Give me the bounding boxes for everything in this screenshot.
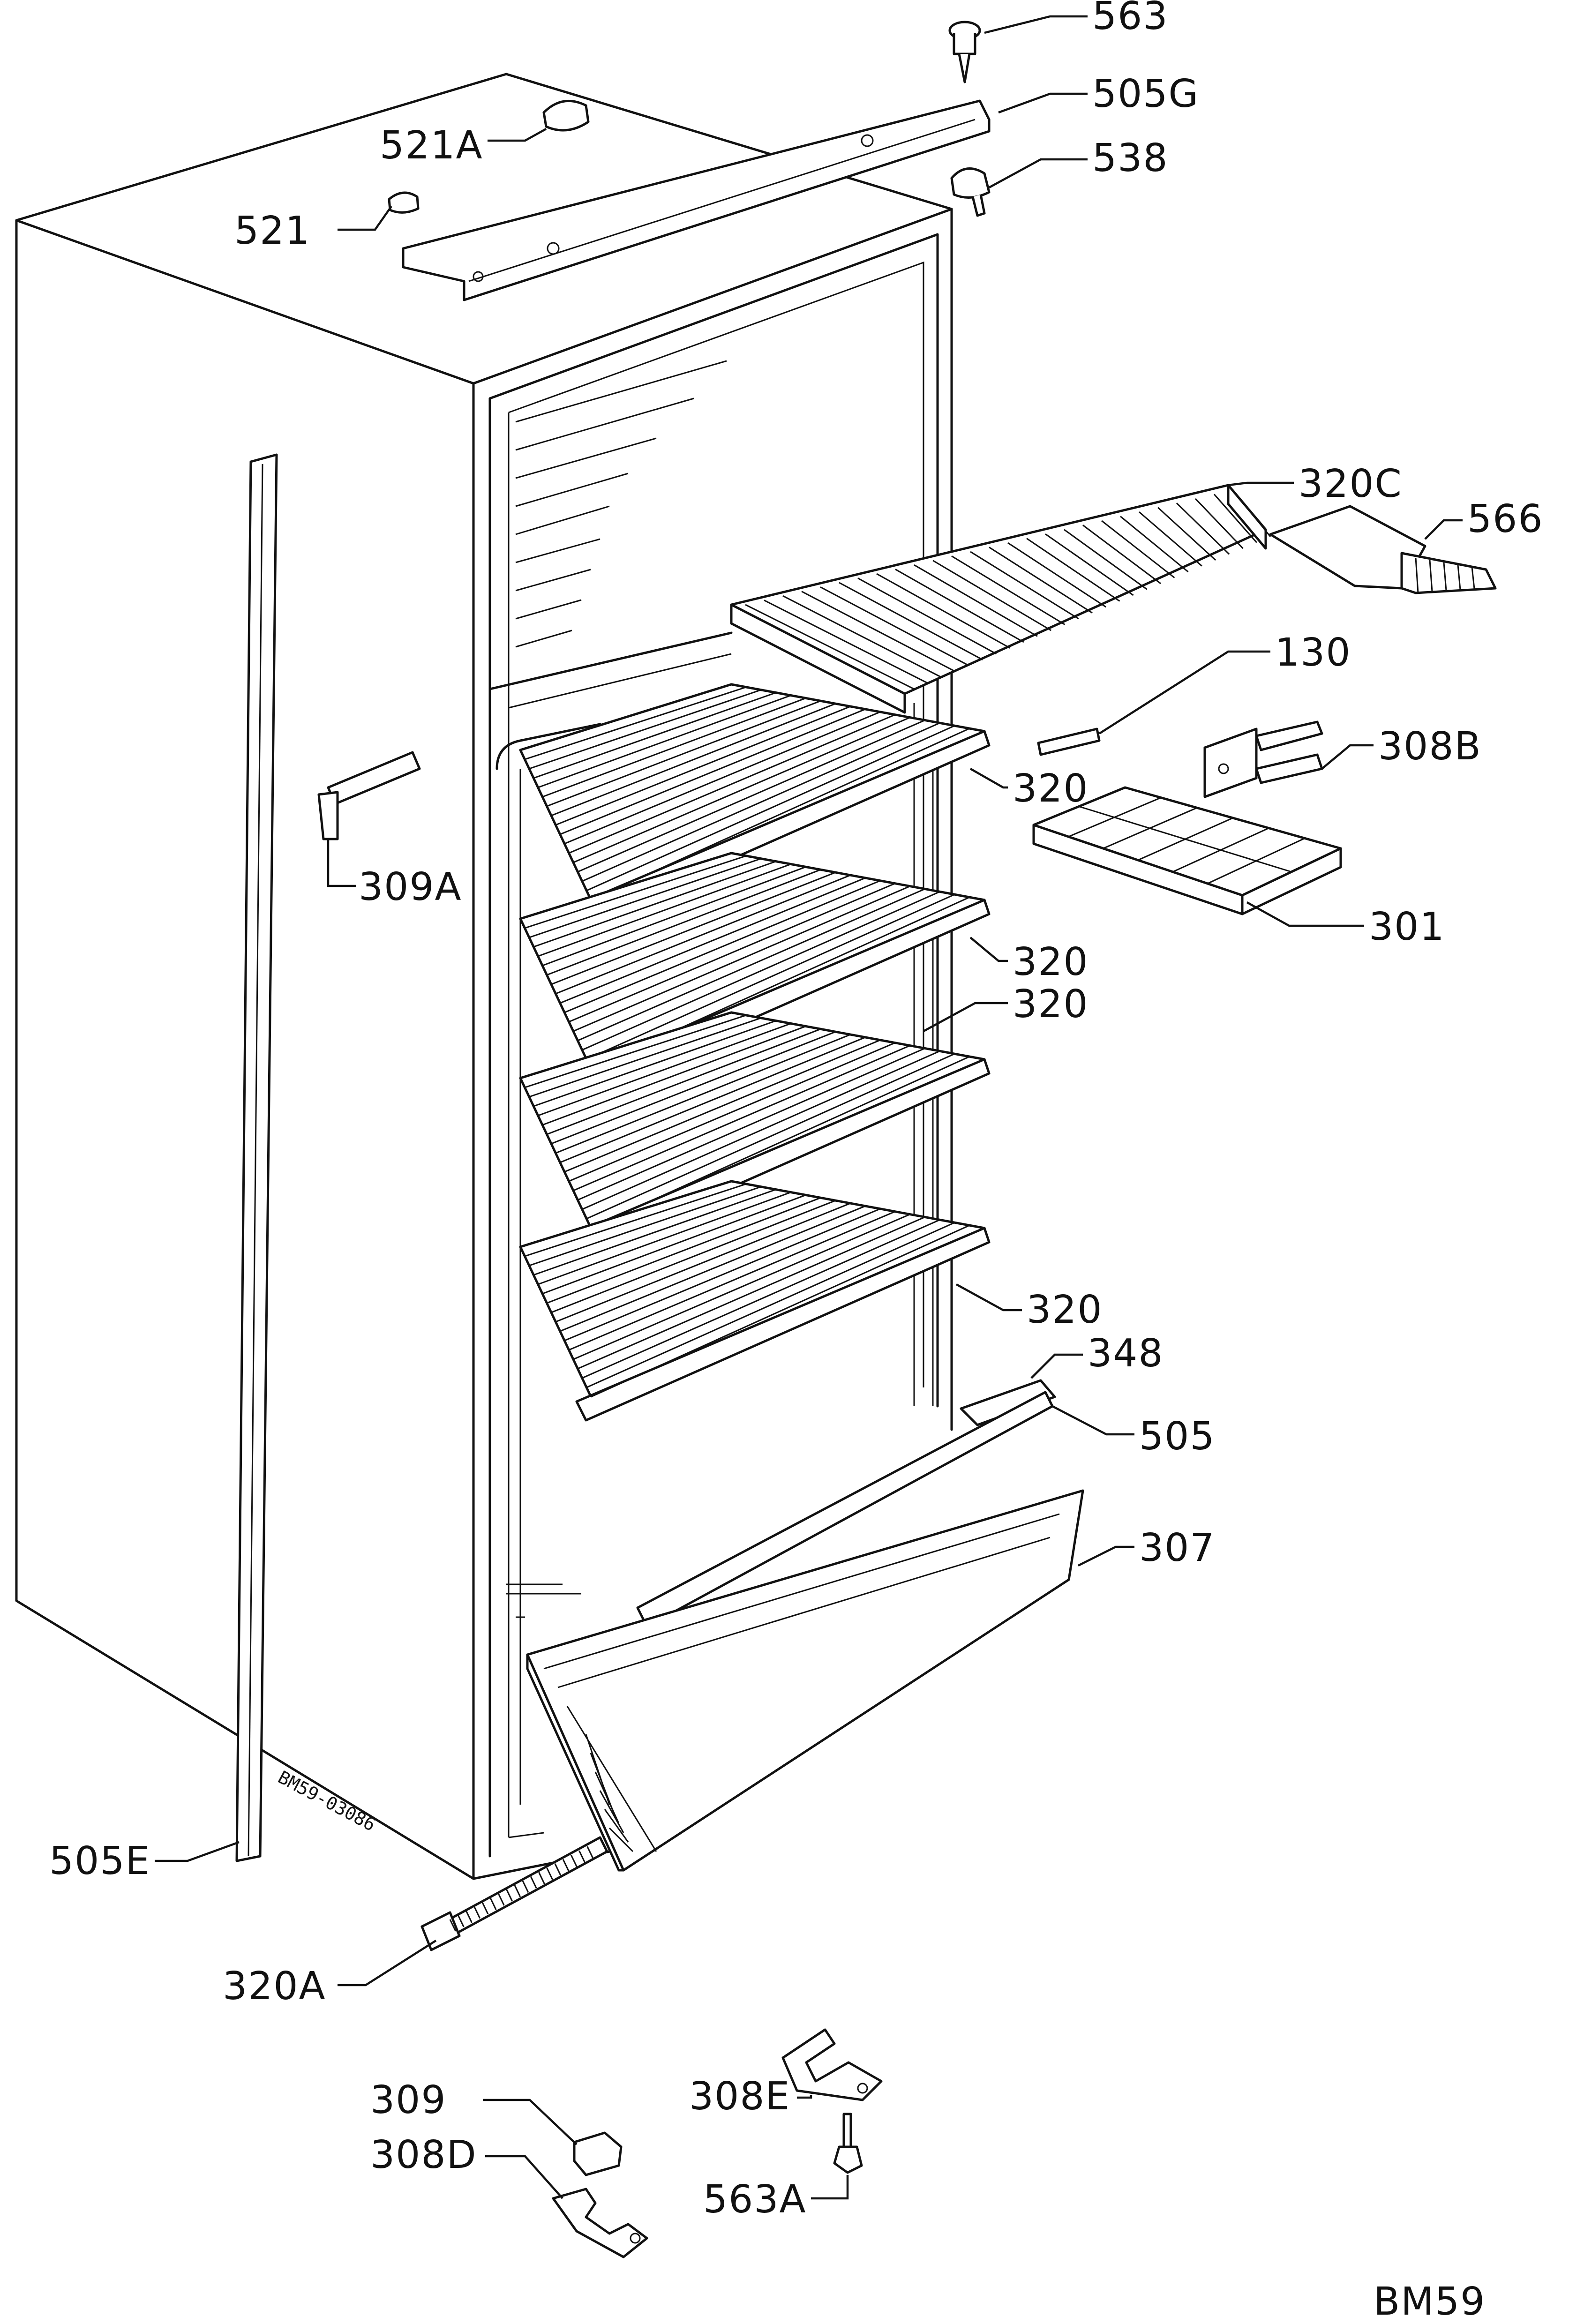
label-538: 538 <box>1092 136 1169 180</box>
label-308d: 308D <box>370 2133 477 2177</box>
label-320a: 320A <box>223 1964 326 2009</box>
label-521a: 521A <box>380 123 483 168</box>
label-320-top: 320 <box>1013 766 1089 811</box>
label-563a: 563A <box>703 2177 807 2222</box>
label-130: 130 <box>1275 630 1351 675</box>
label-308e: 308E <box>689 2074 790 2119</box>
drawing-note: BM59-03086 <box>275 1767 379 1835</box>
cap-521 <box>388 191 420 214</box>
bracket-308e <box>781 2028 883 2101</box>
shelves-320 <box>519 683 991 1422</box>
plate-130 <box>1037 727 1101 756</box>
crisper-cover-348 <box>960 1379 1056 1426</box>
crisper-drawer-307 <box>526 1489 1084 1872</box>
label-566: 566 <box>1467 497 1544 541</box>
door-seal-505e <box>235 453 278 1862</box>
label-301: 301 <box>1369 905 1445 949</box>
hinge-pin-538 <box>950 167 991 217</box>
label-505: 505 <box>1139 1414 1216 1459</box>
scraper-566 <box>1269 505 1497 594</box>
bracket-309a <box>317 751 421 840</box>
freezer-shelf-320c <box>730 484 1271 714</box>
label-505g: 505G <box>1092 72 1199 116</box>
screw-563 <box>948 21 981 83</box>
label-320-third: 320 <box>1013 982 1089 1027</box>
label-348: 348 <box>1088 1331 1164 1376</box>
bracket-308d <box>552 2188 648 2258</box>
label-320-fourth: 320 <box>1027 1288 1103 1332</box>
shelf-320 <box>519 1180 991 1422</box>
label-563: 563 <box>1092 0 1169 38</box>
rail-320a <box>420 1836 608 1951</box>
label-308b: 308B <box>1378 724 1482 769</box>
label-320-second: 320 <box>1013 940 1089 984</box>
top-hinge-505g <box>402 99 991 301</box>
part-labels: 563 505G 521A 538 521 320C 566 130 308B … <box>49 0 1544 2324</box>
cap-521a <box>542 99 590 132</box>
diagram-code: BM59 <box>1374 2279 1486 2324</box>
cabinet-body <box>15 73 953 1880</box>
label-309: 309 <box>370 2078 447 2122</box>
label-505e: 505E <box>49 1839 150 1883</box>
label-521: 521 <box>234 209 311 253</box>
bracket-308b <box>1203 720 1323 798</box>
cap-309 <box>573 2131 623 2176</box>
label-320c: 320C <box>1299 462 1403 506</box>
leader-lines <box>155 15 1463 2200</box>
screw-563a <box>833 2113 863 2174</box>
label-309a: 309A <box>359 865 462 909</box>
label-307: 307 <box>1139 1526 1216 1570</box>
ice-tray-301 <box>1032 786 1342 915</box>
